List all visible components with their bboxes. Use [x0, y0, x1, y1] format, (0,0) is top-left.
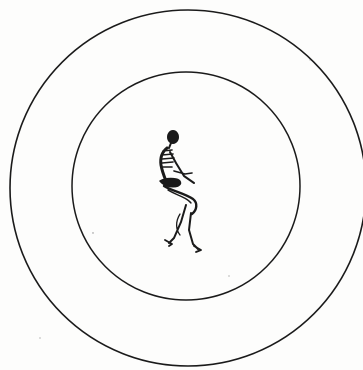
- neck: [169, 143, 171, 148]
- scan-specks: [39, 60, 310, 339]
- shin-left: [169, 205, 186, 243]
- skeleton-figure: [160, 131, 201, 253]
- inner-ring: [72, 72, 300, 300]
- shin-right: [189, 213, 198, 249]
- skull: [168, 131, 179, 144]
- spine: [161, 148, 167, 181]
- foot-right: [194, 246, 201, 252]
- outer-ring: [10, 10, 363, 366]
